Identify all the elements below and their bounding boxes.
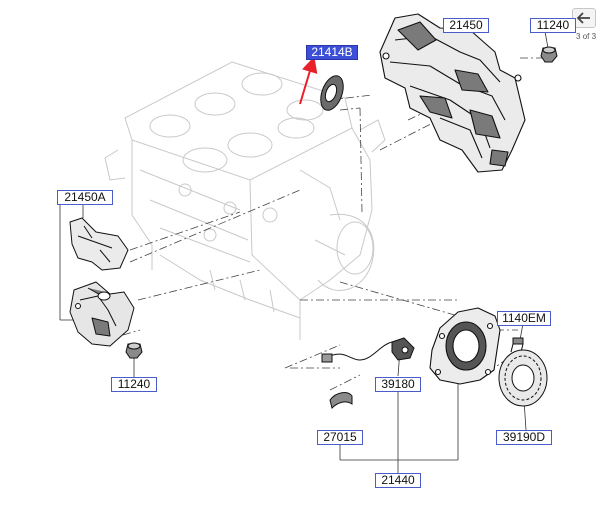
pointer-arrow [299,56,318,105]
part-21450-timing-cover [379,13,526,173]
part-11240-left-bolt [125,342,143,359]
part-label-39180[interactable]: 39180 [375,377,421,392]
left-arrow-icon [576,12,590,24]
part-39190D-target-wheel [498,349,548,407]
page-indicator: 3 of 3 [576,32,598,41]
page-total: 3 [591,32,597,41]
part-21414B-seal [320,75,344,111]
part-label-39190D[interactable]: 39190D [496,430,552,445]
part-27015-clip [329,392,353,409]
part-label-1140EM[interactable]: 1140EM [497,311,551,326]
part-label-21440[interactable]: 21440 [375,473,421,488]
part-label-21450[interactable]: 21450 [443,18,489,33]
engine-block-illustration [104,61,386,340]
part-label-27015[interactable]: 27015 [317,430,363,445]
part-21440-seal-case [429,307,501,385]
part-39180-sensor [321,337,415,363]
part-label-11240-left[interactable]: 11240 [111,377,157,392]
part-label-21414B[interactable]: 21414B [306,45,358,60]
part-label-11240-top[interactable]: 11240 [530,18,576,33]
part-label-21450A[interactable]: 21450A [57,190,113,205]
page-current: 3 [576,32,581,41]
page-separator: of [582,32,590,41]
part-11240-top-bolt [540,46,558,63]
part-21450A-lower-cover [69,217,135,347]
